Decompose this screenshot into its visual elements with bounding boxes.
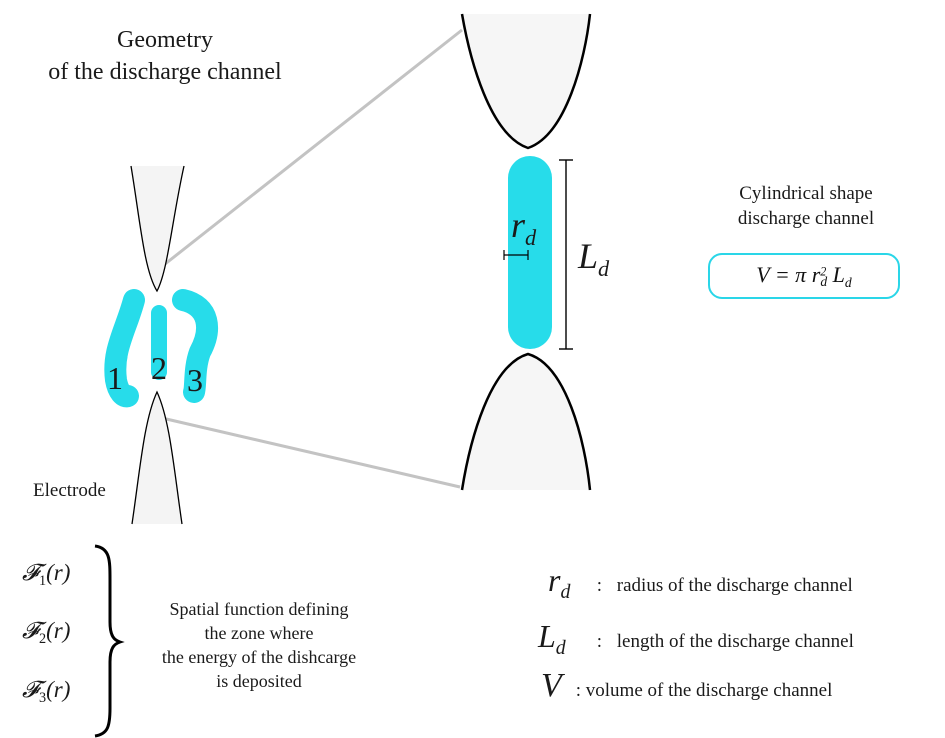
equation-lhs: V = π <box>756 261 807 287</box>
functions-caption-line4: is deposited <box>216 671 302 691</box>
equation-L-subscript: d <box>844 274 852 290</box>
legend-length-symbol: L <box>538 618 556 654</box>
channel-label-2: 2 <box>151 350 167 386</box>
electrode-label: Electrode <box>33 480 106 501</box>
functions-caption-line2: the zone where <box>204 623 314 643</box>
volume-equation: V = π r2d Ld <box>756 262 851 291</box>
function-f1-symbol: 𝓕 <box>22 560 39 586</box>
equation-r: r <box>811 261 821 287</box>
electrode-bottom-small-outline <box>131 390 183 525</box>
volume-equation-box: V = π r2d Ld <box>708 253 900 299</box>
equation-r-subscript: d <box>820 274 828 290</box>
function-f2-arg: (r) <box>46 618 71 643</box>
legend-length-separator: : <box>596 631 603 652</box>
channel-shape-3 <box>172 289 218 403</box>
electrode-bottom-zoom-outline <box>460 352 592 491</box>
channel-shape-1 <box>104 289 145 408</box>
channel-label-3: 3 <box>187 362 203 398</box>
functions-caption: Spatial function defining the zone where… <box>130 597 388 693</box>
diagram-title: Geometry of the discharge channel <box>40 24 290 88</box>
length-symbol: L <box>578 236 599 276</box>
radius-subscript: d <box>525 224 537 250</box>
electrode-top-small <box>131 166 184 291</box>
legend-radius-subscript: d <box>560 580 571 603</box>
legend-length-symbol-wrap: Ld <box>538 618 592 660</box>
diagram-title-line2: of the discharge channel <box>48 59 282 85</box>
electrode-top-small-outline <box>130 165 185 293</box>
legend-length-subscript: d <box>555 636 566 659</box>
legend-radius-separator: : <box>596 575 603 596</box>
channel-label-1: 1 <box>107 360 123 396</box>
zoom-line-bottom <box>161 416 461 489</box>
legend-row-radius: rd : radius of the discharge channel <box>548 562 853 604</box>
function-f3: 𝓕3(r) <box>22 677 70 707</box>
equation-r-exponent: 2 <box>820 263 827 278</box>
electrode-top-zoom <box>462 14 590 148</box>
legend-radius-symbol-wrap: rd <box>548 562 592 604</box>
function-f3-symbol: 𝓕 <box>22 677 39 703</box>
cylinder-caption-line2: discharge channel <box>737 208 875 229</box>
functions-caption-line1: Spatial function defining <box>169 599 349 619</box>
electrode-bottom-zoom <box>462 354 590 490</box>
function-f1-arg: (r) <box>46 560 71 585</box>
function-f3-subscript: 3 <box>38 689 47 706</box>
cylinder-caption-line1: Cylindrical shape <box>739 183 873 204</box>
function-f2-symbol: 𝓕 <box>22 618 39 644</box>
legend-length-text: length of the discharge channel <box>616 631 854 652</box>
functions-caption-line3: the energy of the dishcarge <box>161 647 357 667</box>
equation-L: L <box>832 261 845 287</box>
discharge-cylinder <box>508 156 552 349</box>
legend-radius-text: radius of the discharge channel <box>616 575 853 596</box>
legend-radius-symbol: r <box>548 562 561 598</box>
legend-volume-separator: : <box>575 680 582 701</box>
radius-symbol: r <box>511 205 526 245</box>
legend-volume-symbol: V <box>541 667 562 704</box>
cylinder-caption: Cylindrical shape discharge channel <box>696 181 916 231</box>
electrode-bottom-small <box>132 392 182 524</box>
function-f1-subscript: 1 <box>38 572 47 589</box>
function-f2: 𝓕2(r) <box>22 618 70 648</box>
legend-volume-text: volume of the discharge channel <box>585 680 833 701</box>
legend-row-length: Ld : length of the discharge channel <box>538 618 854 660</box>
function-f3-arg: (r) <box>46 677 71 702</box>
length-label: Ld <box>578 235 609 282</box>
zoom-line-top <box>159 28 463 270</box>
curly-brace <box>94 544 125 738</box>
electrode-top-zoom-outline <box>460 13 592 150</box>
length-subscript: d <box>598 255 610 281</box>
function-f2-subscript: 2 <box>38 630 47 647</box>
legend-row-volume: V : volume of the discharge channel <box>541 667 832 705</box>
radius-label: rd <box>511 204 536 251</box>
diagram-title-line1: Geometry <box>117 27 213 53</box>
function-f1: 𝓕1(r) <box>22 560 70 590</box>
